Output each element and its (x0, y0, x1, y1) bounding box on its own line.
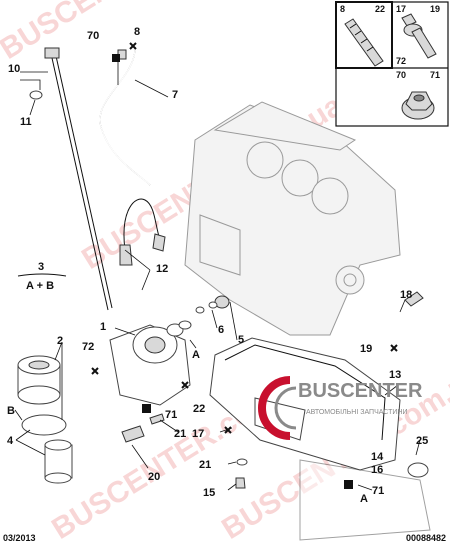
inset-label-17: 17 (396, 4, 406, 14)
logo-tagline: АВТОМОБІЛЬНІ ЗАПЧАСТИНИ (306, 409, 407, 416)
callout-10: 10 (8, 63, 20, 75)
callout-5: 5 (238, 334, 244, 346)
callout-13: 13 (389, 369, 401, 381)
callout-19: 19 (360, 343, 372, 355)
group-indicator: 3 A + B (17, 261, 67, 292)
callout-7: 7 (172, 89, 178, 101)
callout-70: 70 (87, 30, 99, 42)
bolt-icon (401, 13, 437, 59)
marker-symbols (91, 42, 398, 434)
footer-reference: 00088482 (405, 533, 446, 543)
letter-a-1: A (192, 349, 200, 361)
callout-17: 17 (192, 428, 204, 440)
oil-filter-housing (109, 295, 230, 406)
callout-labels: 10 11 70 8 7 12 1 2 72 B 4 5 6 A 22 71 2… (7, 26, 428, 505)
callout-4: 4 (7, 435, 14, 447)
oil-sensor (119, 198, 166, 266)
bolts (112, 54, 429, 489)
inset-label-70: 70 (396, 70, 406, 80)
callout-6: 6 (218, 324, 224, 336)
flange-nut-icon (401, 91, 435, 120)
callout-15: 15 (203, 487, 215, 499)
callout-12: 12 (156, 263, 168, 275)
logo-brand: BUSCENTER (298, 380, 423, 402)
callout-72: 72 (82, 341, 94, 353)
inset-label-22: 22 (375, 4, 385, 14)
letter-b: B (7, 405, 15, 417)
callout-21-b: 21 (199, 459, 211, 471)
callout-14: 14 (371, 451, 384, 463)
callout-16: 16 (371, 464, 383, 476)
inset-label-8: 8 (340, 4, 345, 14)
footer-date: 03/2013 (3, 533, 36, 543)
callout-71-a: 71 (165, 409, 177, 421)
inset-parts: 8 22 17 19 72 70 71 (335, 1, 449, 127)
callout-18: 18 (400, 289, 412, 301)
inset-label-72: 72 (396, 56, 406, 66)
dipstick (29, 47, 113, 311)
callout-2: 2 (57, 335, 63, 347)
callout-20: 20 (148, 471, 160, 483)
oil-filter (17, 355, 73, 484)
group-formula: A + B (26, 280, 54, 292)
brand-logo: BUSCENTER АВТОМОБІЛЬНІ ЗАПЧАСТИНИ (258, 376, 423, 440)
engine-block (184, 101, 401, 336)
guide-tube (99, 47, 151, 186)
stud-icon (344, 18, 384, 67)
callout-11: 11 (20, 116, 32, 128)
oil-pan (209, 337, 431, 541)
callout-25: 25 (416, 435, 428, 447)
inset-label-19: 19 (430, 4, 440, 14)
inset-label-71: 71 (430, 70, 440, 80)
callout-22: 22 (193, 403, 205, 415)
callout-1: 1 (100, 321, 106, 333)
group-number: 3 (38, 261, 44, 273)
callout-21-a: 21 (174, 428, 186, 440)
callout-71-b: 71 (372, 485, 384, 497)
callout-8: 8 (134, 26, 140, 38)
letter-a-2: A (360, 493, 368, 505)
